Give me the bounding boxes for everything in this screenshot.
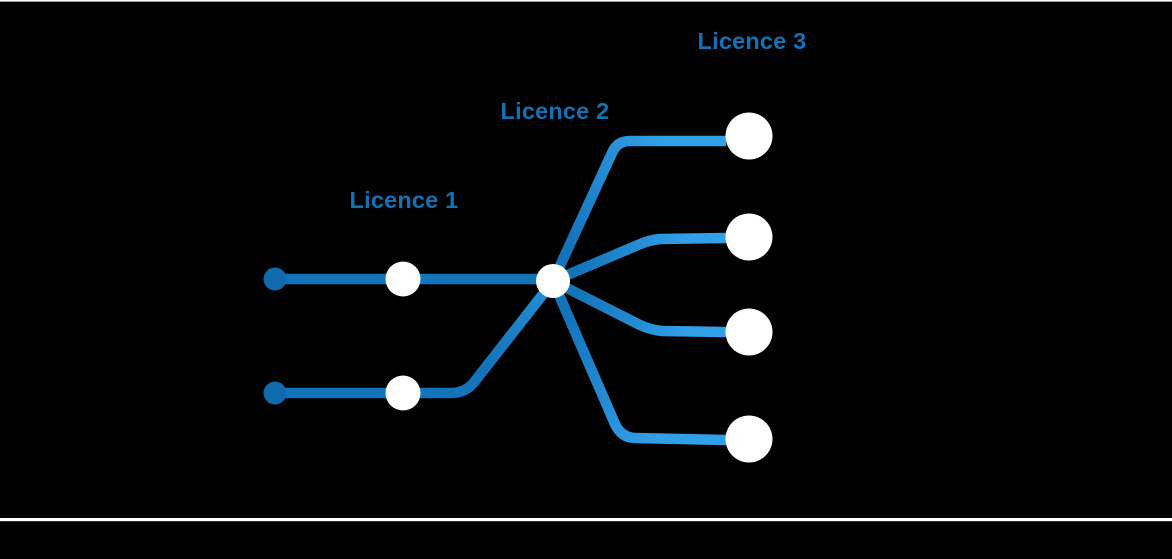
edge-hub-to-licence3-node-2 bbox=[550, 232, 727, 286]
edge-hub-to-licence3-node-1 bbox=[548, 135, 726, 284]
edge-hub-to-licence3-node-4 bbox=[548, 278, 727, 446]
licence3-node-3 bbox=[725, 308, 773, 356]
source-dot-2 bbox=[263, 381, 287, 405]
licence-2-label: Licence 2 bbox=[500, 98, 610, 124]
edge-hub-to-licence3-node-3 bbox=[550, 276, 727, 338]
licence3-node-2 bbox=[725, 213, 773, 261]
licence2-hub-node bbox=[536, 264, 570, 298]
top-edge-line bbox=[0, 0, 1172, 2]
edge-source2-to-hub bbox=[275, 285, 552, 399]
licence3-node-4 bbox=[725, 415, 773, 463]
bottom-divider-line bbox=[0, 518, 1172, 522]
licence-1-label: Licence 1 bbox=[349, 187, 459, 213]
licence-3-label: Licence 3 bbox=[697, 28, 807, 54]
source-dot-1 bbox=[263, 267, 287, 291]
licence1-node-2 bbox=[385, 375, 421, 411]
licence1-node-1 bbox=[385, 261, 421, 297]
licence3-node-1 bbox=[725, 112, 773, 160]
